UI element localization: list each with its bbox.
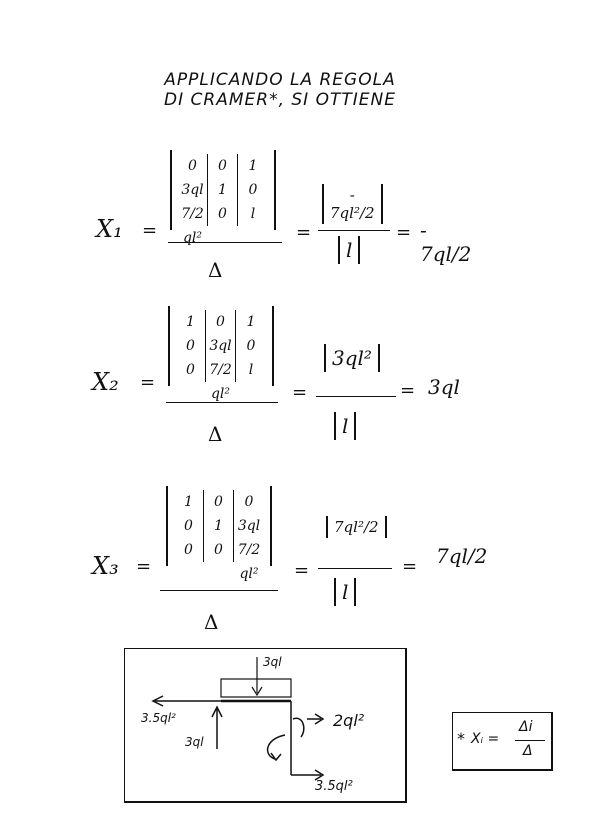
- eq1-mid-denominator: l: [338, 236, 361, 264]
- eq2-m12: 0: [246, 338, 256, 354]
- eq1-m21: 0: [208, 202, 238, 226]
- eq3-m01: 0: [204, 490, 234, 514]
- eq1-m01: 0: [208, 154, 238, 178]
- label-top-load: 3ql: [263, 655, 282, 669]
- eq1-matrix: 0 0 1 3ql 1 0 7/2 ql² 0 l: [170, 150, 276, 246]
- eq2-m02: 1: [246, 314, 256, 330]
- eq2-m01: 0: [206, 310, 236, 334]
- eq1-mid-numerator: - 7ql²/2: [322, 184, 383, 224]
- eq2-mid-denominator: l: [334, 412, 357, 440]
- eq3-result: 7ql/2: [436, 544, 488, 568]
- eq1-m02: 1: [248, 158, 258, 174]
- eq3-m10: 0: [174, 514, 204, 538]
- eq1-equals-1: =: [142, 220, 158, 241]
- eq1-delta: Δ: [208, 258, 223, 282]
- eq1-mid-fraction-line: [318, 230, 390, 231]
- left-arrow-head: [151, 695, 164, 707]
- bottom-moment-head: [270, 752, 282, 762]
- eq2-matrix: 1 0 1 0 3ql 0 0 7/2 ql² l: [168, 306, 274, 402]
- eq2-m00: 1: [176, 310, 206, 334]
- eq2-m22: l: [248, 362, 254, 378]
- eq2-label: X₂: [92, 368, 119, 396]
- eq2-m21: 7/2 ql²: [206, 358, 236, 402]
- eq2-fraction-line: [166, 402, 278, 403]
- left-vertical-head: [211, 705, 223, 718]
- eq1-m22: l: [250, 206, 256, 222]
- eq3-fraction-line: [160, 590, 278, 591]
- eq2-mid-fraction-line: [316, 396, 396, 397]
- eq3-mid-denominator: l: [334, 578, 357, 606]
- eq3-delta: Δ: [204, 610, 219, 634]
- eq3-label: X₃: [92, 552, 119, 580]
- eq2-mid-numerator: 3ql²: [324, 344, 380, 372]
- bottom-moment-arc: [266, 734, 286, 760]
- eq1-label: X₁: [96, 215, 123, 243]
- eq3-m00: 1: [174, 490, 204, 514]
- eq2-equals-1: =: [140, 372, 156, 393]
- eq3-mid-numerator: 7ql²/2: [326, 516, 387, 538]
- eq3-m20: 0: [174, 538, 204, 562]
- eq3-matrix: 1 0 0 0 1 3ql 0 0 7/2 ql²: [166, 486, 272, 582]
- footnote-denominator: Δ: [523, 743, 533, 759]
- eq3-mid-fraction-line: [318, 568, 392, 569]
- eq2-m10: 0: [176, 334, 206, 358]
- free-body-diagram: 3ql 3.5ql² 3ql 2ql² 3.5ql²: [124, 648, 407, 803]
- eq3-equals-3: =: [402, 556, 418, 577]
- eq2-equals-2: =: [292, 382, 308, 403]
- eq2-delta: Δ: [208, 422, 223, 446]
- eq1-fraction-line: [168, 242, 282, 243]
- load-box: [220, 678, 292, 698]
- eq1-m11: 1: [208, 178, 238, 202]
- title-line-1: APPLICANDO LA REGOLA: [164, 70, 396, 90]
- eq3-m02: 0: [244, 494, 254, 510]
- footnote-star: *: [457, 729, 465, 748]
- eq3-m22: 7/2 ql²: [237, 542, 261, 582]
- label-bottom-moment: 3.5ql²: [315, 779, 353, 794]
- right-moment-arc: [292, 717, 305, 738]
- title-line-2: DI CRAMER*, SI OTTIENE: [164, 90, 396, 110]
- eq3-m21: 0: [204, 538, 234, 562]
- eq3-equals-1: =: [136, 556, 152, 577]
- eq3-equals-2: =: [294, 560, 310, 581]
- footnote-numerator: Δi: [519, 719, 533, 735]
- cramer-footnote-box: * Xᵢ = Δi Δ: [452, 712, 553, 771]
- bottom-arrow-head: [314, 769, 325, 781]
- eq2-result: 3ql: [428, 375, 460, 399]
- eq1-result: - 7ql/2: [420, 218, 472, 266]
- eq2-equals-3: =: [400, 380, 416, 401]
- eq3-m11: 1: [204, 514, 234, 538]
- footnote-text: Xᵢ =: [471, 731, 500, 747]
- eq2-m11: 3ql: [206, 334, 236, 358]
- label-left-moment: 3.5ql²: [141, 711, 176, 725]
- eq1-equals-2: =: [296, 222, 312, 243]
- eq1-m10: 3ql: [178, 178, 208, 202]
- right-moment-head: [314, 713, 325, 725]
- eq1-m00: 0: [178, 154, 208, 178]
- eq2-m20: 0: [176, 358, 206, 382]
- load-arrow-head: [251, 686, 263, 697]
- eq3-m12: 3ql: [237, 518, 261, 534]
- label-left-vertical: 3ql: [185, 735, 204, 749]
- diagram-drawing: [151, 657, 325, 781]
- label-right-moment: 2ql²: [333, 711, 365, 730]
- eq1-m20: 7/2 ql²: [178, 202, 208, 246]
- eq1-m12: 0: [248, 182, 258, 198]
- eq1-equals-3: =: [396, 222, 412, 243]
- footnote-fraction-line: [515, 740, 545, 741]
